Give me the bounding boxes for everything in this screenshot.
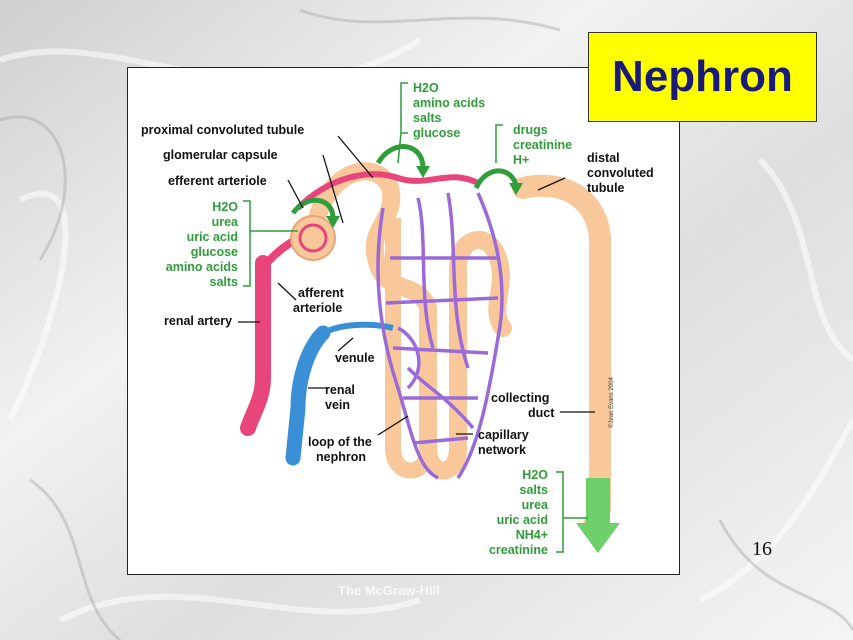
label-renal-vein-line1: renal: [325, 383, 355, 397]
label-proximal-convoluted-tubule: proximal convoluted tubule: [141, 123, 304, 137]
label-capillary-line1: capillary: [478, 428, 529, 442]
label-capillary-line2: network: [478, 443, 526, 457]
label-renal-artery: renal artery: [164, 314, 232, 328]
reabsorption-item: amino acids: [413, 96, 485, 110]
label-afferent-line1: afferent: [298, 286, 345, 300]
renal-vein-vessel: [285, 325, 331, 466]
label-distal-line2: convoluted: [587, 166, 654, 180]
reabsorption-arrow: [375, 144, 426, 169]
label-distal-line1: distal: [587, 151, 620, 165]
capillary-network: [376, 192, 504, 480]
page-number: 16: [752, 538, 772, 560]
filtration-item: H2O: [212, 200, 238, 214]
label-distal-line3: tubule: [587, 181, 625, 195]
label-efferent-arteriole: efferent arteriole: [168, 174, 267, 188]
secretion-arrow: [473, 168, 519, 190]
filtration-item: salts: [210, 275, 239, 289]
label-loop-line1: loop of the: [308, 435, 372, 449]
artist-signature: ©Jean Evans 2004: [608, 377, 615, 428]
urine-item: urea: [522, 498, 549, 512]
label-collecting-line1: collecting: [491, 391, 549, 405]
filtration-arrowhead: [326, 216, 340, 228]
filtration-item: amino acids: [166, 260, 238, 274]
reabsorption-arrowhead: [416, 166, 430, 178]
urine-item: H2O: [522, 468, 548, 482]
label-collecting-line2: duct: [528, 406, 555, 420]
leader-lines: [238, 135, 595, 436]
filtration-item: uric acid: [187, 230, 238, 244]
filtration-arrow: [291, 197, 336, 219]
label-afferent-line2: arteriole: [293, 301, 342, 315]
venule-vessel: [321, 321, 394, 336]
renal-artery-vessel: [240, 255, 271, 436]
secretion-item: creatinine: [513, 138, 572, 152]
secretion-arrowhead: [509, 183, 523, 195]
secretion-item: H+: [513, 153, 529, 167]
slide-title-box: Nephron: [588, 32, 817, 122]
publisher-credit: The McGraw-Hill: [338, 583, 440, 598]
label-loop-line2: nephron: [316, 450, 366, 464]
loop-of-the-nephron: [385, 218, 436, 479]
urine-item: salts: [520, 483, 549, 497]
label-renal-vein-line2: vein: [325, 398, 350, 412]
filtration-item: glucose: [191, 245, 238, 259]
collecting-duct: [512, 174, 611, 539]
glomerular-capsule: [290, 215, 336, 261]
nephron-diagram: proximal convoluted tubule glomerular ca…: [141, 81, 654, 557]
glomerulus: [298, 223, 328, 253]
reabsorption-item: H2O: [413, 81, 439, 95]
reabsorption-item: glucose: [413, 126, 460, 140]
urine-arrow: [576, 478, 620, 553]
reabsorption-item: salts: [413, 111, 442, 125]
nephron-diagram-panel: proximal convoluted tubule glomerular ca…: [127, 67, 680, 575]
slide-title: Nephron: [612, 52, 793, 101]
efferent-arteriole-vessel: [295, 171, 480, 211]
label-glomerular-capsule: glomerular capsule: [163, 148, 278, 162]
urine-item: uric acid: [497, 513, 548, 527]
bracket-lines: [243, 82, 588, 553]
secretion-item: drugs: [513, 123, 548, 137]
filtration-item: urea: [212, 215, 239, 229]
label-venule: venule: [335, 351, 375, 365]
urine-item: creatinine: [489, 543, 548, 557]
urine-item: NH4+: [516, 528, 548, 542]
